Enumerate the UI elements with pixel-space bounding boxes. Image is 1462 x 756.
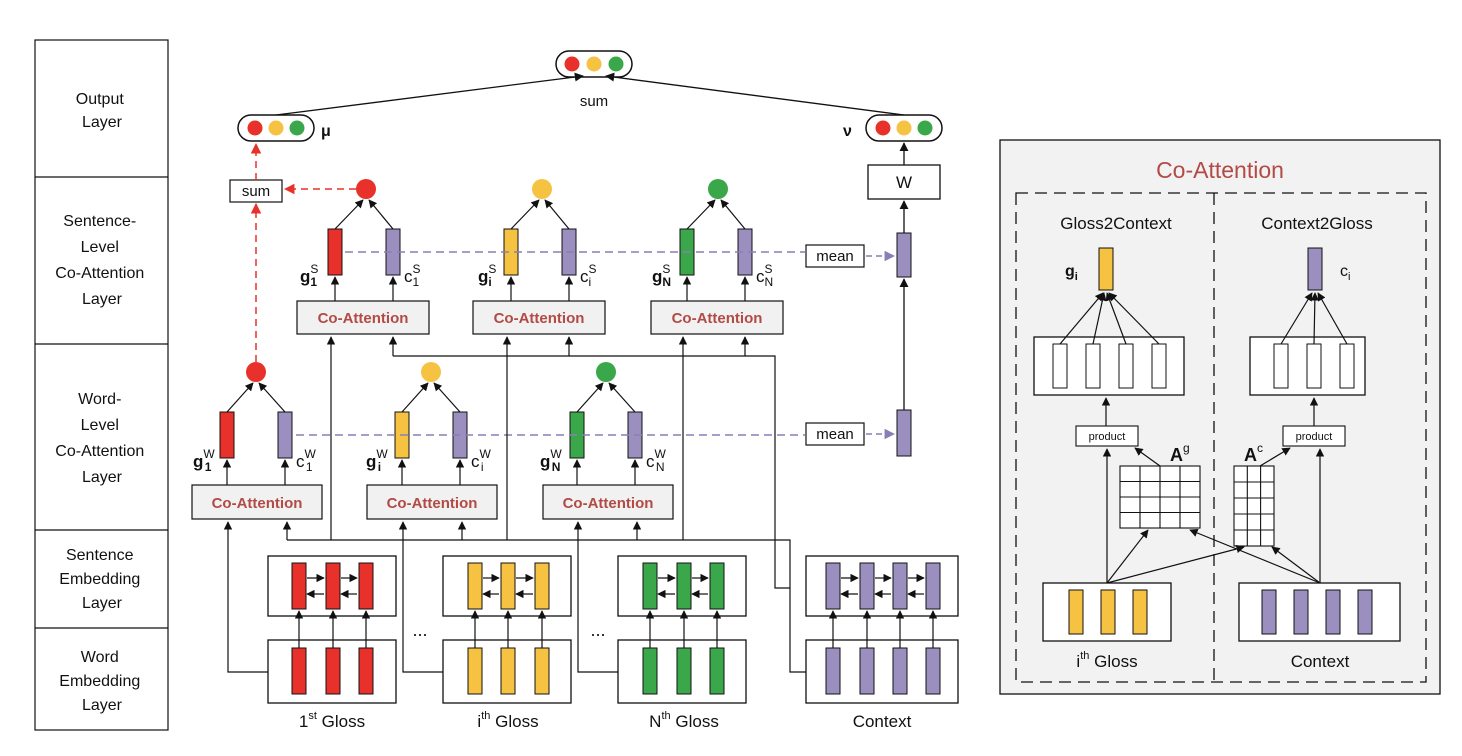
inset-c-i-label: ci	[1340, 263, 1350, 283]
mean-box-word	[805, 422, 865, 446]
attention-matrix-ac	[1233, 465, 1275, 547]
sentence-coattention-box-1	[296, 300, 430, 335]
layer-label-output: Output Layer	[76, 91, 128, 131]
sentence-coattention-box-i	[472, 300, 606, 335]
product-box-right	[1282, 425, 1346, 447]
word-output-node-1	[246, 362, 266, 382]
gloss-n-caption: Nth Gloss	[649, 710, 719, 731]
product-label: product	[1296, 431, 1333, 443]
word-coattention-box-n	[542, 484, 674, 520]
co-attention-inset: Co-Attention Gloss2Context Context2Gloss…	[999, 139, 1441, 695]
output-layer: sum μ ν W	[237, 50, 943, 200]
inset-ith-gloss-caption: ith Gloss	[1076, 650, 1137, 671]
nu-label: ν	[843, 123, 852, 140]
context-caption: Context	[853, 712, 912, 731]
sum-top-label: sum	[580, 93, 608, 110]
context2gloss-label: Context2Gloss	[1261, 214, 1373, 233]
ellipsis-2: ...	[590, 620, 605, 640]
word-output-node-n	[596, 362, 616, 382]
mean-label: mean	[816, 248, 854, 265]
coattention-label: Co-Attention	[387, 495, 478, 512]
mu-label: μ	[321, 123, 331, 140]
coattention-label: Co-Attention	[672, 310, 763, 327]
ellipsis-1: ...	[412, 620, 427, 640]
coattention-label: Co-Attention	[212, 495, 303, 512]
attention-matrix-ag	[1119, 465, 1201, 529]
word-output-node-i	[421, 362, 441, 382]
word-coattention-box-1	[191, 484, 323, 520]
mean-label: mean	[816, 426, 854, 443]
embedding-layers: 1st Gloss ... ith Gloss ...	[267, 555, 959, 731]
layer-column: Output Layer Sentence- Level Co-Attentio…	[34, 39, 169, 731]
product-box-left	[1075, 425, 1139, 447]
product-label: product	[1089, 431, 1126, 443]
sentence-output-node-n	[708, 179, 728, 199]
gloss-1-caption: 1st Gloss	[299, 710, 365, 731]
w-label: W	[896, 173, 912, 192]
inset-title: Co-Attention	[1156, 157, 1284, 183]
connection-wires	[223, 336, 806, 673]
sentence-output-node-1	[356, 179, 376, 199]
sentence-coattention-box-n	[650, 300, 784, 335]
inset-g-i-label: gi	[1065, 263, 1078, 283]
ac-label: Ac	[1244, 441, 1263, 465]
inset-context-caption: Context	[1291, 652, 1350, 671]
gloss2context-label: Gloss2Context	[1060, 214, 1172, 233]
mean-box-sentence	[805, 244, 865, 268]
gloss-i-caption: ith Gloss	[477, 710, 538, 731]
word-coattention-box-i	[366, 484, 498, 520]
layer-label-sentence-co-attention: Sentence- Level Co-Attention Layer	[55, 213, 148, 308]
layer-label-word-embedding: Word Embedding Layer	[59, 649, 144, 714]
coattention-label: Co-Attention	[494, 310, 585, 327]
ag-label: Ag	[1170, 441, 1190, 465]
coattention-label: Co-Attention	[318, 310, 409, 327]
sum-path: sum	[229, 142, 356, 362]
sum-box-label: sum	[242, 183, 270, 200]
layer-label-sentence-embedding: Sentence Embedding Layer	[59, 547, 144, 612]
w-box	[867, 164, 941, 200]
sentence-output-node-i	[532, 179, 552, 199]
layer-label-word-co-attention: Word- Level Co-Attention Layer	[55, 391, 148, 486]
coattention-label: Co-Attention	[563, 495, 654, 512]
